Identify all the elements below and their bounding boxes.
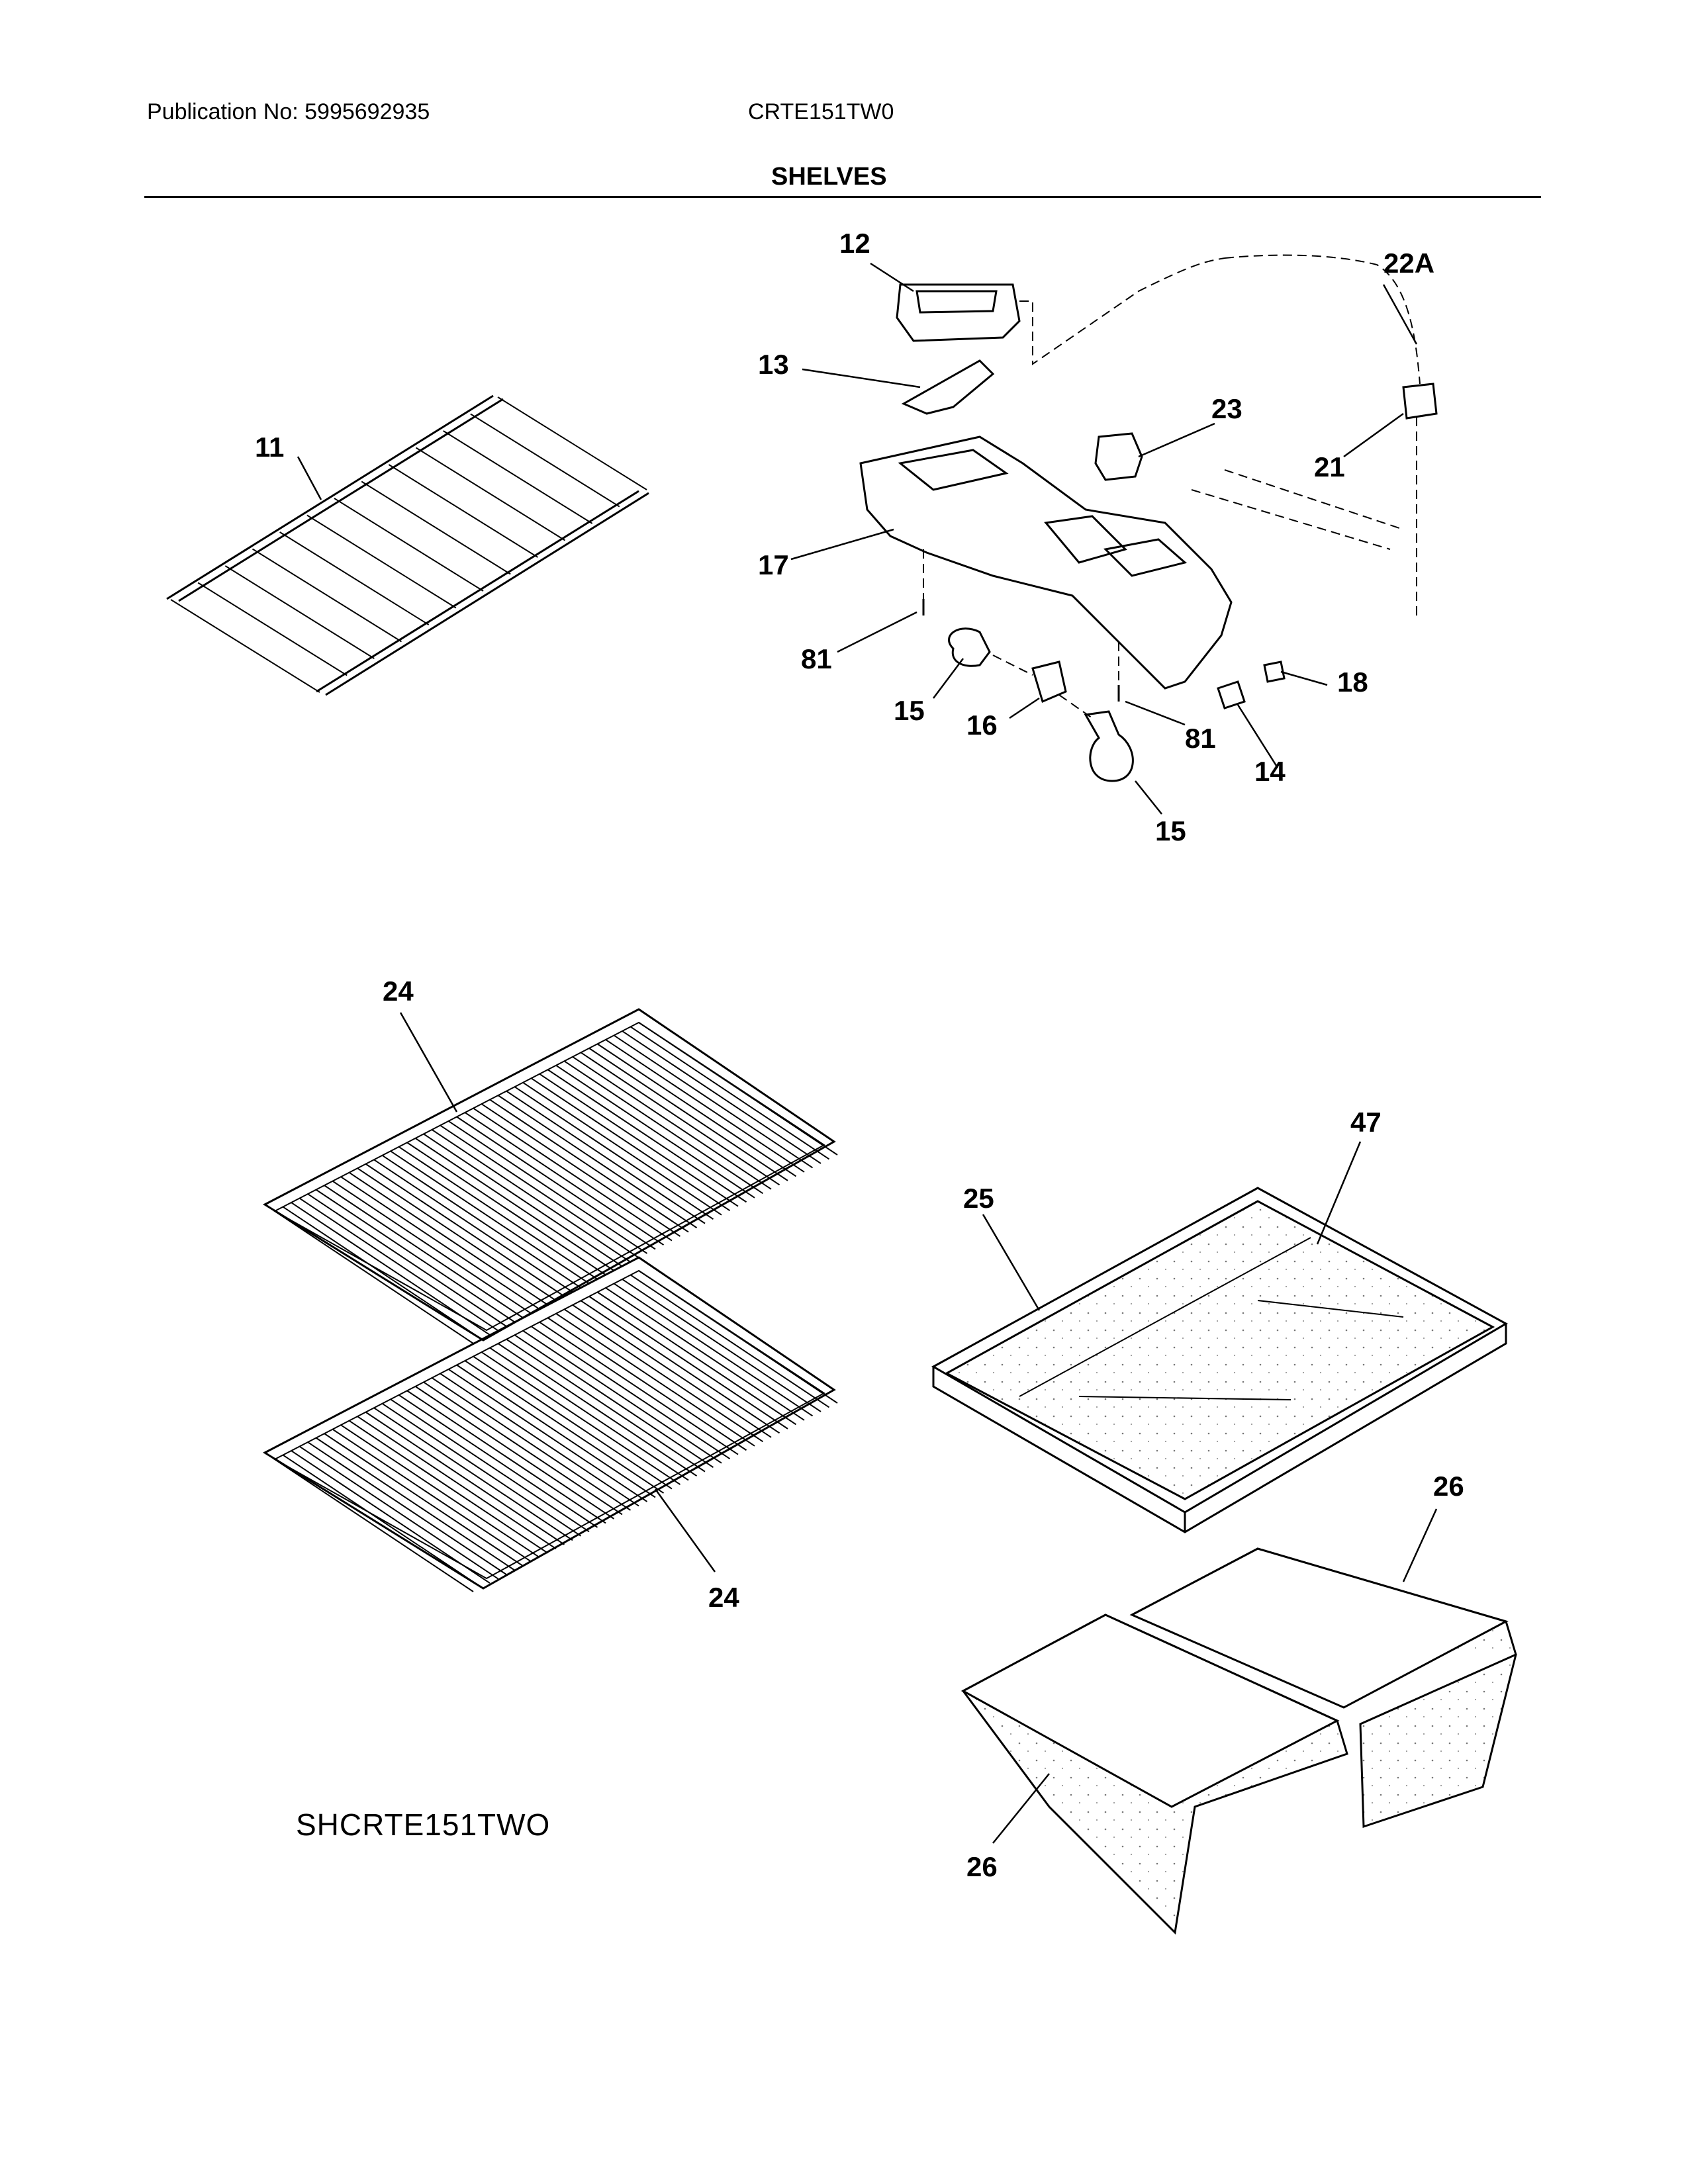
callout-24-bottom: 24 bbox=[708, 1582, 739, 1613]
callout-22a: 22A bbox=[1383, 248, 1434, 279]
page-title: SHELVES bbox=[771, 163, 887, 191]
wire-shelf-11 bbox=[166, 394, 649, 696]
light-housing-assembly bbox=[859, 283, 1438, 782]
callout-12: 12 bbox=[839, 228, 870, 259]
callout-15-left: 15 bbox=[894, 695, 925, 726]
callout-16: 16 bbox=[966, 709, 998, 741]
callout-23: 23 bbox=[1211, 393, 1243, 424]
callout-leader-lines bbox=[297, 262, 1438, 1844]
glass-shelf-25 bbox=[931, 1187, 1509, 1533]
callout-47: 47 bbox=[1350, 1107, 1382, 1138]
callout-13: 13 bbox=[758, 349, 789, 380]
callout-numbers: 12 13 22A 23 21 11 17 81 18 15 16 81 14 … bbox=[255, 228, 1464, 1882]
callout-18: 18 bbox=[1337, 666, 1368, 698]
callout-81-left: 81 bbox=[801, 643, 832, 674]
drawing-code: SHCRTE151TWO bbox=[296, 1807, 551, 1842]
callout-15-right: 15 bbox=[1155, 815, 1186, 846]
callout-81-right: 81 bbox=[1185, 723, 1216, 754]
callout-26-left: 26 bbox=[966, 1851, 998, 1882]
crisper-drawers-26 bbox=[961, 1547, 1517, 1935]
wire-shelf-24-top bbox=[262, 1008, 838, 1344]
callout-24-top: 24 bbox=[383, 976, 414, 1007]
callout-11: 11 bbox=[255, 432, 284, 463]
callout-25: 25 bbox=[963, 1183, 994, 1214]
callout-26-right: 26 bbox=[1433, 1471, 1464, 1502]
callout-17: 17 bbox=[758, 549, 789, 580]
callout-21: 21 bbox=[1314, 451, 1345, 482]
model-number: CRTE151TW0 bbox=[748, 99, 894, 124]
callout-14: 14 bbox=[1254, 756, 1286, 787]
wire-shelf-24-bottom bbox=[262, 1256, 838, 1592]
publication-number: Publication No: 5995692935 bbox=[147, 99, 430, 124]
header-rule bbox=[144, 196, 1541, 198]
